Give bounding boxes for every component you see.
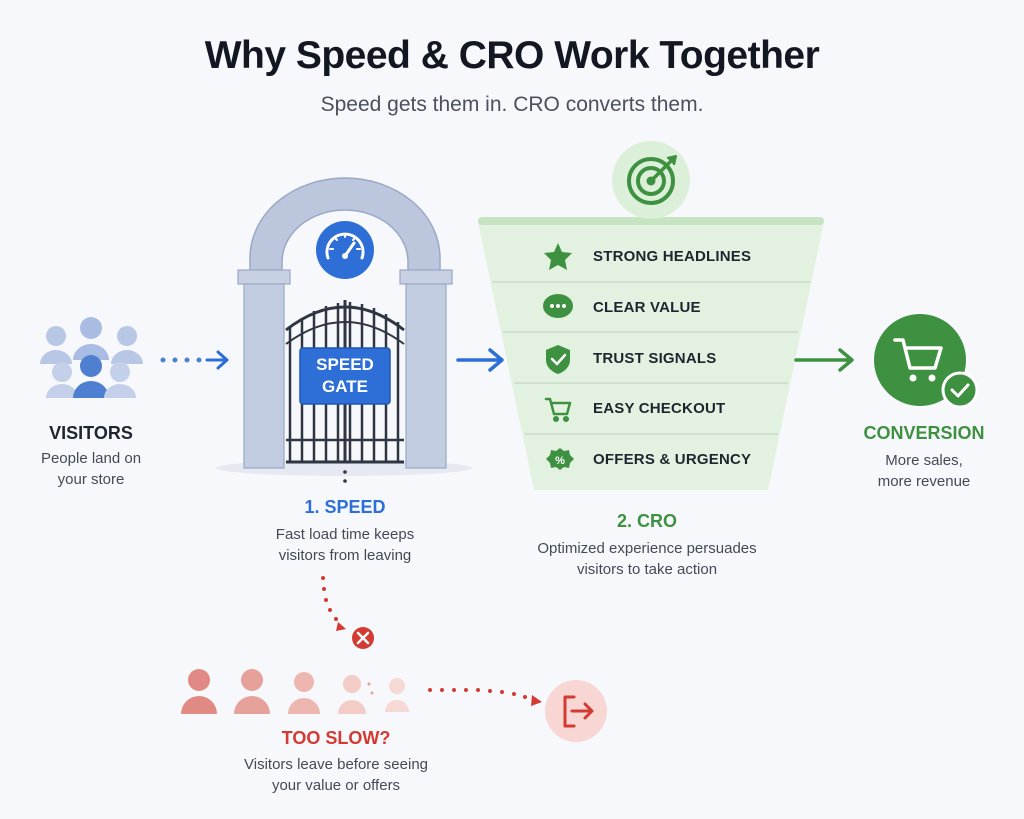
visitors-desc: People land on your store xyxy=(16,448,166,490)
speed-gate-line2: GATE xyxy=(322,377,368,396)
too-slow-dotted-path xyxy=(321,576,346,631)
cro-item-strong-headlines: STRONG HEADLINES xyxy=(593,248,752,265)
shield-check-icon xyxy=(546,345,570,374)
discount-badge-icon: % xyxy=(546,448,574,470)
page-title: Why Speed & CRO Work Together xyxy=(204,34,820,77)
too-slow-desc-line1: Visitors leave before seeing xyxy=(244,756,428,773)
speedometer-icon xyxy=(316,221,374,279)
shopping-cart-check-icon xyxy=(874,314,979,409)
conversion-desc-line2: more revenue xyxy=(877,473,971,490)
speed-desc-line1: Fast load time keeps xyxy=(275,526,415,543)
cro-funnel: % xyxy=(478,141,824,490)
speed-desc: Fast load time keeps visitors from leavi… xyxy=(235,524,455,566)
conversion-desc: More sales, more revenue xyxy=(849,450,999,492)
funnel-to-conversion-arrow xyxy=(794,348,854,372)
cro-item-offers-urgency: OFFERS & URGENCY xyxy=(593,451,752,468)
cro-item-clear-value: CLEAR VALUE xyxy=(593,299,701,316)
chat-bubble-icon xyxy=(543,294,573,318)
conversion-label: CONVERSION xyxy=(863,423,985,443)
star-icon xyxy=(544,243,572,270)
visitors-desc-line1: People land on xyxy=(40,450,142,467)
cro-desc-line2: visitors to take action xyxy=(576,561,718,578)
cro-item-easy-checkout: EASY CHECKOUT xyxy=(593,400,726,417)
x-mark-icon xyxy=(352,627,374,649)
speed-desc-line2: visitors from leaving xyxy=(278,547,412,564)
leaving-dotted-arrow xyxy=(428,688,542,706)
speed-gate xyxy=(216,177,472,483)
speed-gate-line1: SPEED xyxy=(316,355,374,374)
leaving-people-icon xyxy=(181,669,409,714)
cro-item-trust-signals: TRUST SIGNALS xyxy=(593,350,717,367)
cro-desc: Optimized experience persuades visitors … xyxy=(507,538,787,580)
cart-icon xyxy=(544,397,572,423)
visitors-to-gate-arrow xyxy=(160,350,229,370)
too-slow-desc: Visitors leave before seeing your value … xyxy=(206,754,466,796)
cro-step-label: 2. CRO xyxy=(616,511,677,531)
people-group-icon xyxy=(40,317,143,398)
too-slow-label: TOO SLOW? xyxy=(281,728,391,748)
speed-step-label: 1. SPEED xyxy=(304,497,386,517)
conversion-desc-line1: More sales, xyxy=(885,452,963,469)
visitors-label: VISITORS xyxy=(49,423,133,443)
visitors-desc-line2: your store xyxy=(57,471,125,488)
exit-door-icon xyxy=(545,680,607,742)
svg-text:%: % xyxy=(555,455,565,467)
page-subtitle: Speed gets them in. CRO converts them. xyxy=(320,93,704,116)
target-icon xyxy=(612,141,690,219)
speed-gate-sign: SPEED GATE xyxy=(300,354,390,398)
gate-to-funnel-arrow xyxy=(456,348,504,372)
too-slow-desc-line2: your value or offers xyxy=(271,777,401,794)
cro-desc-line1: Optimized experience persuades xyxy=(537,540,757,557)
